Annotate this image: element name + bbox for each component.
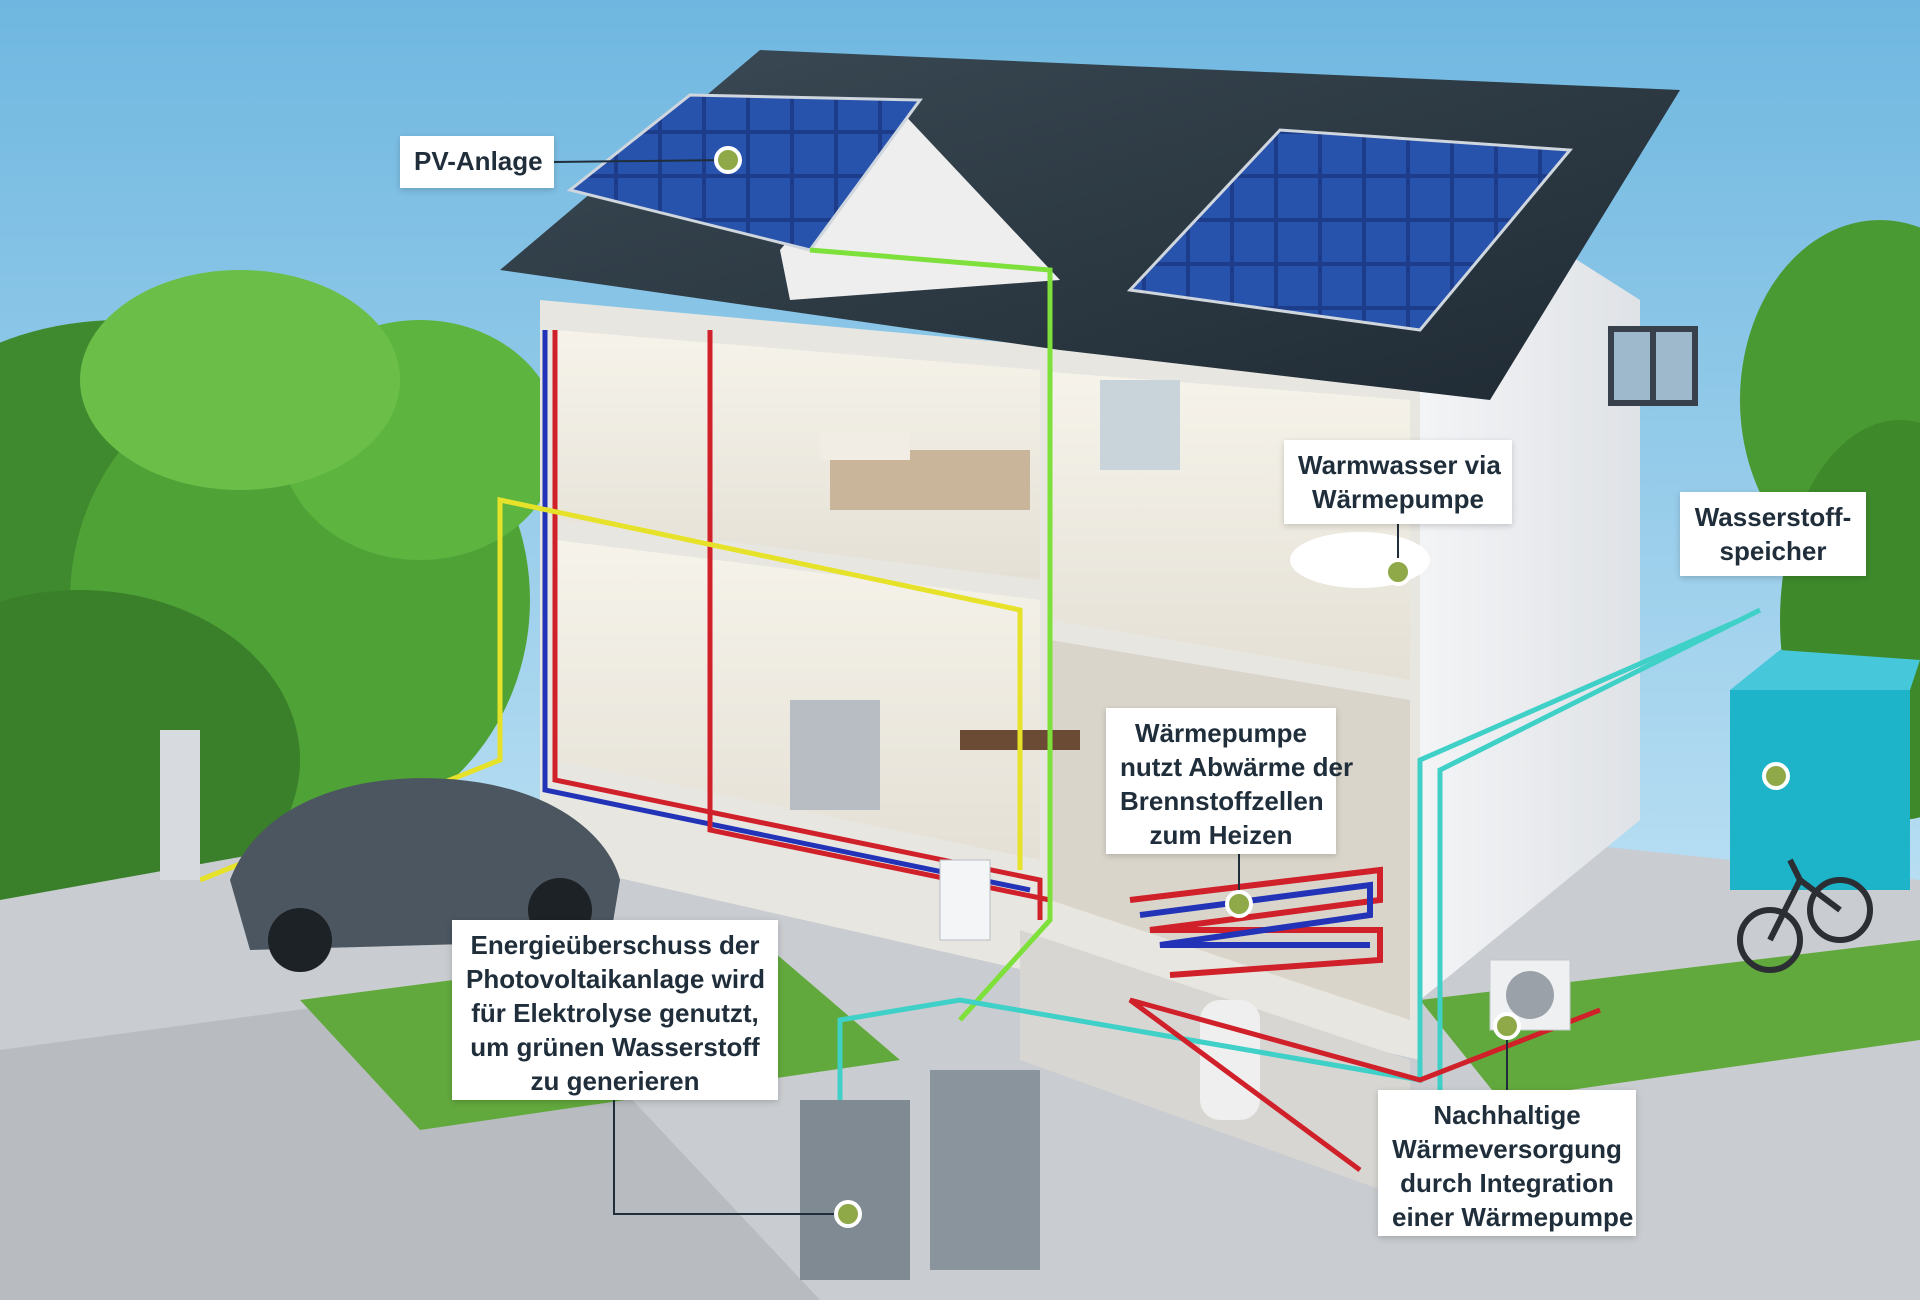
bicycle xyxy=(1737,858,1873,973)
street xyxy=(0,980,820,1300)
label-line: zum Heizen xyxy=(1149,820,1293,850)
label-line: Photovoltaikanlage wird xyxy=(466,964,766,994)
pipe-green xyxy=(809,247,1053,1022)
marker-energieueberschuss xyxy=(834,1200,862,1228)
label-warmwasser: Warmwasser via Wärmepumpe xyxy=(1284,440,1512,524)
pipe-hydrogen xyxy=(837,617,1742,1200)
leader-pv xyxy=(553,159,729,163)
label-waermepumpe-abwaerme: Wärmepumpe nutzt Abwärme der Brennstoffz… xyxy=(1106,708,1354,854)
label-line: Wärmepumpe xyxy=(1312,484,1484,514)
label-line: für Elektrolyse genutzt, xyxy=(471,998,759,1028)
mirror-cabinet xyxy=(1100,380,1180,470)
label-line: einer Wärmepumpe xyxy=(1392,1202,1634,1232)
trees-left xyxy=(0,270,560,930)
solar-panel-left xyxy=(566,93,923,252)
label-line: Warmwasser via xyxy=(1298,450,1501,480)
energy-manager-box xyxy=(939,859,991,941)
label-line: nutzt Abwärme der xyxy=(1120,752,1354,782)
pipe-network xyxy=(199,247,1762,1200)
label-wasserstoffspeicher: Wasserstoff- speicher xyxy=(1680,492,1866,576)
marker-nachhaltige xyxy=(1493,1012,1521,1040)
pipe-hot-2 xyxy=(707,330,1051,903)
label-line: Wärmepumpe xyxy=(1135,718,1307,748)
marker-warmwasser xyxy=(1384,558,1412,586)
hydrogen-storage-unit xyxy=(1730,690,1910,890)
marker-waermepumpe xyxy=(1225,890,1253,918)
label-line: Brennstoffzellen xyxy=(1120,786,1324,816)
label-pv-anlage: PV-Anlage xyxy=(400,136,554,188)
upper-floor-rooms xyxy=(555,330,1040,580)
label-nachhaltige-waermeversorgung: Nachhaltige Wärmeversorgung durch Integr… xyxy=(1378,1090,1636,1236)
label-line: Nachhaltige xyxy=(1433,1100,1581,1130)
label-line: speicher xyxy=(1719,536,1827,566)
label-energieueberschuss: Energieüberschuss der Photovoltaikanlage… xyxy=(452,920,778,1100)
pipe-cold xyxy=(542,330,1031,893)
lawn-right xyxy=(1420,940,1920,1100)
label-line: durch Integration xyxy=(1400,1168,1614,1198)
label-line: Wasserstoff- xyxy=(1694,502,1852,532)
label-line: PV-Anlage xyxy=(414,146,543,176)
floor-heating-loops xyxy=(1129,866,1383,978)
label-line: Wärmeversorgung xyxy=(1392,1134,1622,1164)
ev-charger xyxy=(160,730,200,880)
radiator xyxy=(790,700,880,810)
marker-wasserstoffspeicher xyxy=(1762,762,1790,790)
leader-energieueberschuss xyxy=(613,1100,848,1215)
label-line: Energieüberschuss der xyxy=(470,930,760,960)
pipe-hydrogen-2 xyxy=(1437,607,1762,1100)
electrolyser-unit-2 xyxy=(930,1070,1040,1270)
marker-pv xyxy=(714,146,742,174)
solar-panel-right xyxy=(1126,128,1574,332)
label-line: um grünen Wasserstoff xyxy=(470,1032,760,1062)
marker-dots xyxy=(714,146,1790,1228)
electrolyser-unit-1 xyxy=(800,1100,910,1280)
pipe-heat-return xyxy=(1128,997,1601,1173)
label-line: zu generieren xyxy=(530,1066,700,1096)
